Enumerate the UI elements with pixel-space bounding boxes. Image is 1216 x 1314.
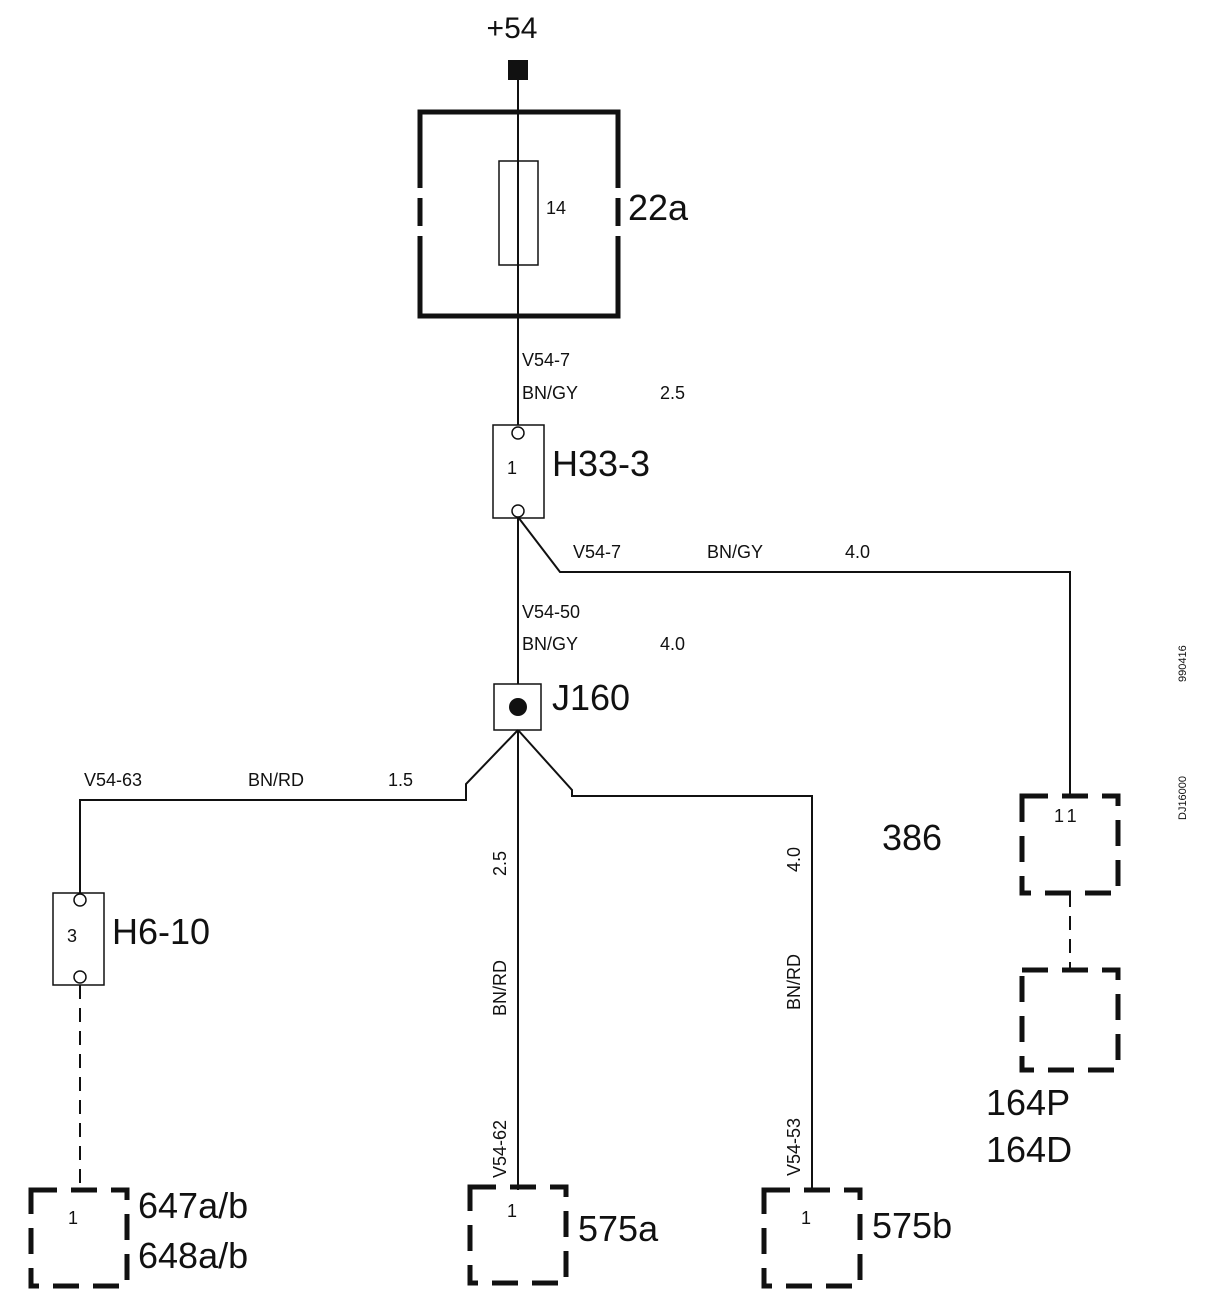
component-pin: 1 (801, 1208, 811, 1228)
connector-pin: 1 (507, 458, 517, 478)
wire-circuit-label: V54-7 (573, 542, 621, 562)
fuse-box-22a (417, 109, 621, 319)
date-code: 990416 (1177, 645, 1189, 682)
component-575b (761, 1187, 863, 1289)
wire-size-label: 2.5 (490, 851, 510, 876)
component-647-label: 647a/b (138, 1185, 248, 1226)
wire-size-label: 4.0 (845, 542, 870, 562)
connector-h33-3 (492, 424, 545, 519)
wire-j160-to-575b (517, 729, 813, 1190)
wire-size-label: 2.5 (660, 383, 685, 403)
component-pin: 1 (507, 1201, 517, 1221)
component-386-label: 386 (882, 817, 942, 858)
component-647-648 (28, 1187, 130, 1289)
connector-label: H6-10 (112, 911, 210, 952)
wire-color-label: BN/RD (490, 960, 510, 1016)
component-pin: 1 (68, 1208, 78, 1228)
supply-terminal (508, 60, 528, 80)
connector-h6-10 (52, 892, 105, 986)
fuse-number: 14 (546, 198, 566, 218)
splice-label: J160 (552, 677, 630, 718)
wire-circuit-label: V54-63 (84, 770, 142, 790)
wire-circuit-label: V54-50 (522, 602, 580, 622)
wire-circuit-label: V54-53 (784, 1118, 804, 1176)
wire-j160-to-h6 (79, 729, 519, 896)
component-575b-label: 575b (872, 1205, 952, 1246)
component-164-label-1: 164P (986, 1082, 1070, 1123)
wire-color-label: BN/GY (522, 383, 578, 403)
drawing-code: DJ16000 (1177, 776, 1189, 820)
wire-size-label: 4.0 (660, 634, 685, 654)
fuse-box-label: 22a (628, 187, 689, 228)
wire-color-label: BN/GY (522, 634, 578, 654)
component-pin: 11 (1054, 806, 1081, 826)
component-575a-label: 575a (578, 1208, 659, 1249)
terminal-bottom (73, 970, 87, 984)
connector-label: H33-3 (552, 443, 650, 484)
component-164-label-2: 164D (986, 1129, 1072, 1170)
component-164 (1019, 967, 1121, 1073)
connector-pin: 3 (67, 926, 77, 946)
component-648-label: 648a/b (138, 1235, 248, 1276)
wire-size-label: 1.5 (388, 770, 413, 790)
wire-size-label: 4.0 (784, 847, 804, 872)
supply-label: +54 (487, 12, 538, 45)
terminal-top (73, 893, 87, 907)
terminal-bottom (511, 504, 525, 518)
component-575a (467, 1184, 569, 1286)
wire-circuit-label: V54-62 (490, 1120, 510, 1178)
wire-color-label: BN/RD (784, 954, 804, 1010)
wire-color-label: BN/RD (248, 770, 304, 790)
terminal-top (511, 426, 525, 440)
wire-circuit-label: V54-7 (522, 350, 570, 370)
wire-h33-to-386 (517, 516, 1071, 796)
wire-color-label: BN/GY (707, 542, 763, 562)
splice-dot (509, 698, 527, 716)
